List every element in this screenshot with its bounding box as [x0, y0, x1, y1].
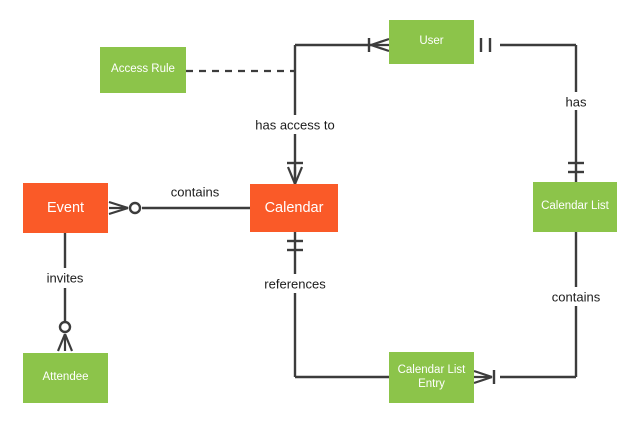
cardinality-calendar-bottom-one-and-only-one	[287, 239, 303, 252]
entity-access-rule[interactable]: Access Rule	[100, 47, 186, 93]
entity-calendar-list[interactable]: Calendar List	[533, 182, 617, 232]
entity-attendee[interactable]: Attendee	[23, 353, 108, 403]
entity-calendar-list-label: Calendar List	[541, 200, 609, 213]
cardinality-calendarlistentry-one-or-many	[473, 369, 496, 385]
edge-label-has: has	[562, 94, 590, 110]
entity-user[interactable]: User	[389, 20, 474, 64]
edge-label-contains-event-calendar: contains	[167, 184, 223, 200]
cardinality-calendar-top-one-or-many	[286, 161, 304, 185]
edge-label-invites: invites	[43, 270, 87, 286]
cardinality-user-one-or-many	[367, 37, 390, 53]
cardinality-event-zero-or-many	[108, 200, 142, 216]
entity-calendar-list-entry[interactable]: Calendar List Entry	[389, 352, 474, 403]
entity-user-label: User	[419, 35, 444, 48]
entity-calendar-label: Calendar	[264, 199, 324, 216]
entity-attendee-label: Attendee	[42, 371, 89, 384]
cardinality-user-one-and-only-one	[479, 38, 492, 52]
entity-access-rule-label: Access Rule	[111, 63, 175, 76]
entity-calendar-list-entry-label: Calendar List Entry	[397, 364, 466, 390]
entity-event[interactable]: Event	[23, 183, 108, 233]
edge-label-has-access-to: has access to	[252, 117, 338, 133]
cardinality-attendee-zero-or-many	[56, 320, 74, 352]
entity-calendar[interactable]: Calendar	[250, 184, 338, 232]
cardinality-calendarlist-top-one-and-only-one	[568, 161, 584, 174]
edge-label-references: references	[261, 276, 329, 292]
entity-event-label: Event	[46, 199, 85, 216]
edge-label-contains-calendar-list: contains	[548, 289, 604, 305]
